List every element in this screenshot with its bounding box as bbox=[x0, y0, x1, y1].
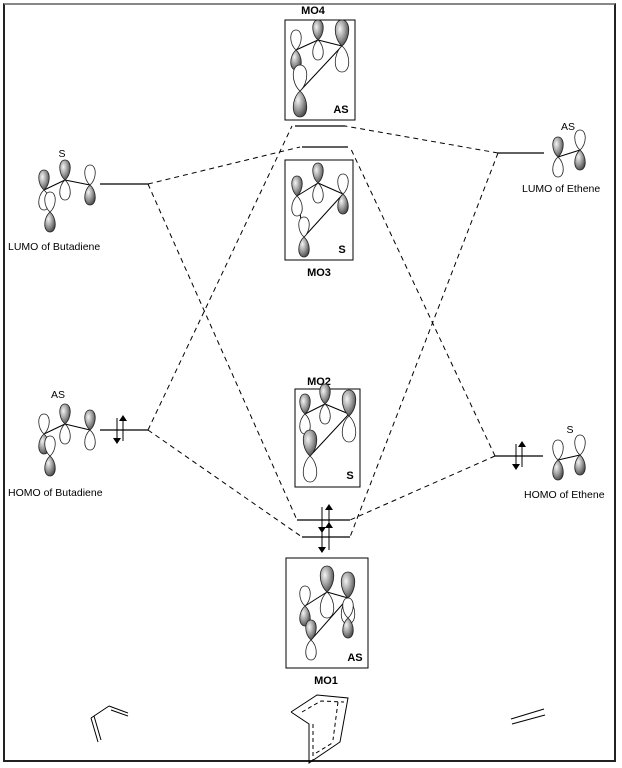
ethene-structure bbox=[510, 708, 546, 725]
transition-state-structure bbox=[290, 694, 349, 764]
lumo-butadiene: S LUMO of Butadiene bbox=[8, 148, 100, 253]
butadiene-structure bbox=[90, 705, 129, 743]
homo-butadiene-orbital-icon bbox=[38, 403, 96, 477]
mo4-orbital-icon bbox=[290, 19, 350, 118]
homo-ethene: S HOMO of Ethene bbox=[524, 424, 605, 501]
lumo-butadiene-symmetry: S bbox=[58, 148, 65, 160]
electrons-mo1 bbox=[318, 522, 333, 553]
homo-ethene-label: HOMO of Ethene bbox=[524, 489, 605, 501]
mo1: AS MO1 bbox=[285, 557, 369, 687]
homo-butadiene-symmetry: AS bbox=[51, 389, 65, 401]
electrons-homo-ethene bbox=[512, 441, 526, 470]
correlation-lumo-ethene-mo4 bbox=[344, 125, 499, 154]
mo2-symmetry: S bbox=[346, 470, 353, 482]
homo-butadiene: AS HOMO of Butadiene bbox=[8, 389, 103, 499]
mo4: MO4 AS bbox=[284, 5, 356, 121]
correlation-lumo-butadiene-mo3 bbox=[147, 146, 301, 185]
lumo-butadiene-orbital-icon bbox=[38, 159, 96, 233]
lumo-ethene-orbital-icon bbox=[552, 129, 586, 178]
correlation-lumo-ethene-mo1 bbox=[349, 152, 499, 538]
correlation-lines bbox=[147, 125, 499, 538]
homo-ethene-symmetry: S bbox=[566, 424, 573, 436]
mo3: S MO3 bbox=[284, 159, 354, 279]
mo2: MO2 S bbox=[294, 376, 361, 488]
correlation-homo-butadiene-mo4 bbox=[147, 125, 293, 431]
mo4-label: MO4 bbox=[301, 5, 326, 17]
correlation-homo-ethene-mo3 bbox=[349, 146, 496, 457]
lumo-butadiene-label: LUMO of Butadiene bbox=[8, 241, 100, 253]
mo2-orbital-icon bbox=[299, 383, 357, 483]
correlation-lumo-butadiene-mo2 bbox=[147, 183, 298, 521]
correlation-homo-ethene-mo2 bbox=[349, 455, 496, 521]
lumo-ethene-label: LUMO of Ethene bbox=[522, 183, 600, 195]
mo3-orbital-icon bbox=[291, 162, 349, 258]
correlation-homo-butadiene-mo1 bbox=[147, 429, 303, 538]
mo4-symmetry: AS bbox=[333, 104, 348, 116]
mo3-symmetry: S bbox=[338, 244, 345, 256]
mo1-orbital-icon bbox=[299, 565, 356, 661]
mo1-label: MO1 bbox=[314, 675, 338, 687]
electrons-mo2 bbox=[318, 504, 333, 533]
energy-levels bbox=[100, 125, 544, 538]
electrons-homo-butadiene bbox=[113, 415, 127, 444]
homo-butadiene-label: HOMO of Butadiene bbox=[8, 487, 103, 499]
homo-ethene-orbital-icon bbox=[552, 434, 586, 481]
mo1-symmetry: AS bbox=[347, 652, 362, 664]
lumo-ethene: AS LUMO of Ethene bbox=[522, 121, 600, 195]
lumo-ethene-symmetry: AS bbox=[561, 121, 575, 133]
mo3-label: MO3 bbox=[307, 267, 331, 279]
